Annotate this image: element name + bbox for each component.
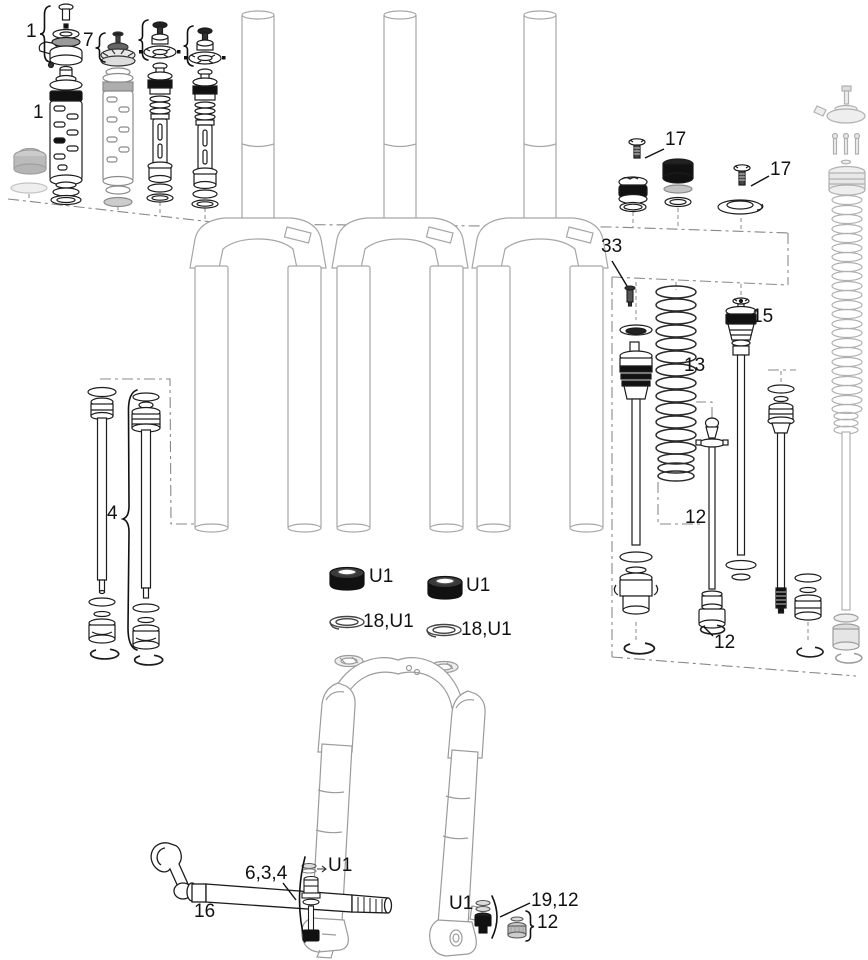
part-label-air-shaft: 15 — [752, 306, 774, 327]
damper-cartridge-right — [183, 27, 227, 209]
air-shaft-15 — [725, 297, 757, 581]
seal-head-right — [794, 573, 824, 658]
part-label-foam-ring-left: 18,U1 — [363, 611, 414, 632]
top-cap-stack-1 — [618, 176, 648, 213]
dust-seal-right — [427, 575, 463, 600]
crown-steerer-unit-2 — [331, 10, 469, 533]
part-label-dust-seal-left: U1 — [369, 566, 394, 587]
part-label-coil-spring: 13 — [684, 355, 706, 376]
adjuster-knob-parts — [100, 31, 136, 67]
bleed-screw-part — [624, 285, 636, 307]
dust-seal-left — [329, 566, 365, 591]
part-label-retaining-ring: 12 — [714, 632, 736, 653]
part-label-damper-shaft-kit: 4 — [107, 503, 118, 524]
part-label-thru-axle: 16 — [194, 901, 216, 922]
top-cap-stack-2 — [662, 158, 694, 208]
crown-steerer-unit-3 — [471, 10, 609, 533]
qr-lever — [150, 842, 193, 900]
part-label-air-cartridge: 1 — [33, 102, 44, 123]
spring-shaft-12 — [695, 417, 729, 635]
part-label-axle-hardware: 6,3,4 — [245, 863, 288, 884]
part-label-adjuster-knob: 7 — [83, 30, 94, 51]
shaft-bolt-kit-parts — [474, 899, 492, 934]
remote-spring-assembly — [813, 85, 866, 664]
compression-knob-gray — [10, 147, 48, 194]
foam-ring-left — [329, 615, 365, 630]
part-label-top-cap-right: 17 — [770, 159, 792, 180]
damper-shaft-kit-4 — [87, 386, 164, 666]
fender-bolt-kit-parts — [301, 862, 327, 942]
air-top-cap-kit — [38, 3, 83, 69]
rebound-damper-assembly — [613, 324, 659, 655]
fold-lines — [7, 198, 857, 677]
air-shaft-cartridge — [102, 67, 134, 208]
part-label-shaft-bolt-kit: U1 — [449, 893, 474, 914]
part-label-bleed-screw: 33 — [601, 236, 623, 257]
lowers-assembly — [301, 654, 486, 959]
fold-line-droppers — [28, 194, 809, 643]
damper-cartridge — [139, 21, 181, 203]
air-valve-fitting-left — [628, 138, 646, 159]
damper-rod-right — [767, 384, 795, 614]
remote-coil-spring — [831, 194, 863, 435]
wiper-seal-left — [334, 654, 364, 668]
air-valve-fitting-right — [733, 164, 751, 186]
part-label-foam-ring-right: 18,U1 — [461, 619, 512, 640]
crown-race-stack-3 — [717, 199, 764, 215]
braces — [39, 5, 535, 943]
part-label-top-cap-kit: 1 — [26, 21, 37, 42]
rebound-knob-nut-parts — [507, 916, 527, 939]
part-label-rebound-knob-nut: 12 — [537, 912, 559, 933]
crown-steerer-unit — [189, 10, 327, 533]
part-label-top-cap-left: 17 — [665, 129, 687, 150]
part-label-fender-bolt-kit: U1 — [328, 855, 353, 876]
part-label-spring-shaft: 12 — [685, 507, 707, 528]
air-cartridge-assembly — [49, 65, 83, 206]
leader-lines — [282, 148, 770, 918]
part-label-dust-seal-right: U1 — [466, 575, 491, 596]
part-label-shaft-bolt-group: 19,12 — [531, 890, 579, 911]
foam-ring-right — [426, 623, 462, 638]
coil-spring-13 — [655, 285, 697, 482]
